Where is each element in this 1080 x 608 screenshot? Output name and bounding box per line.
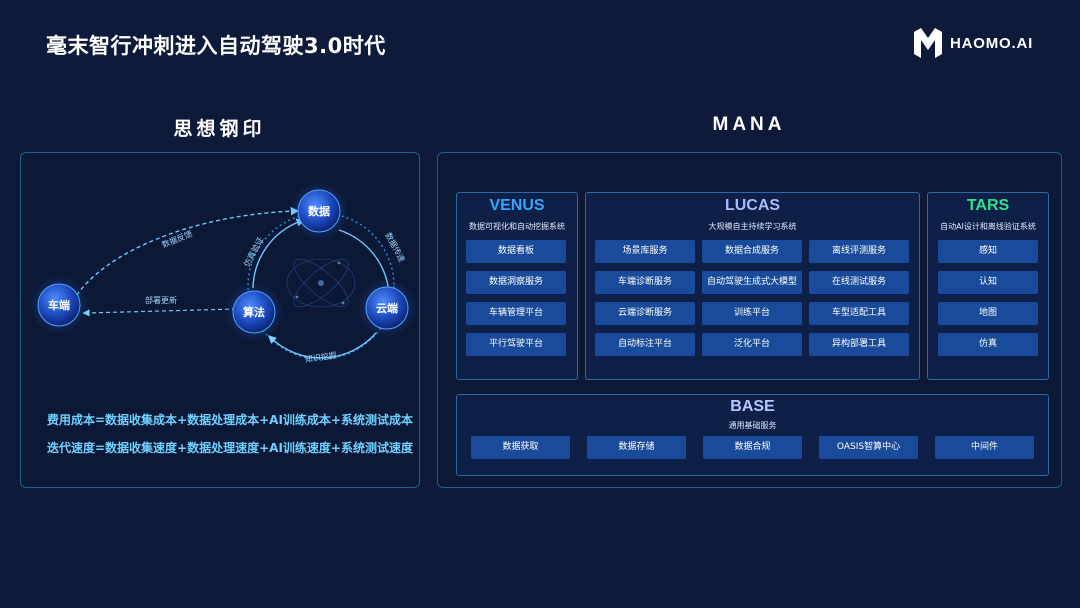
mana-panel: VENUS 数据可视化和自动挖掘系统 数据看板 数据洞察服务 车辆管理平台 平行…: [437, 152, 1062, 488]
tars-group: TARS 自动AI设计和离线验证系统 感知 认知 地图 仿真: [927, 192, 1049, 380]
tars-subtitle: 自动AI设计和离线验证系统: [940, 222, 1036, 231]
base-item[interactable]: 数据获取: [471, 436, 570, 459]
node-algo: 算法: [224, 282, 284, 342]
tars-title: TARS: [966, 197, 1010, 214]
lucas-item[interactable]: 离线评测服务: [809, 240, 909, 263]
cost-formula: 费用成本=数据收集成本+数据处理成本+AI训练成本+系统测试成本: [47, 413, 413, 427]
lucas-item[interactable]: 自动标注平台: [595, 333, 695, 356]
venus-title: VENUS: [489, 197, 545, 214]
label-data-transfer: 数据传递: [383, 231, 407, 264]
label-sim-verify: 仿真验证: [241, 235, 265, 268]
venus-item[interactable]: 数据洞察服务: [466, 271, 566, 294]
tars-item[interactable]: 认知: [938, 271, 1038, 294]
venus-item[interactable]: 平行驾驶平台: [466, 333, 566, 356]
base-title: BASE: [730, 398, 775, 415]
data-loop-diagram: 数据反馈 数据传递 仿真验证 部署更新 知识挖掘 数据 车端 算法 云端: [29, 181, 417, 364]
label-deploy-update: 部署更新: [145, 295, 177, 305]
venus-subtitle: 数据可视化和自动挖掘系统: [469, 222, 565, 231]
lucas-title: LUCAS: [724, 197, 781, 214]
lucas-item[interactable]: 自动驾驶生成式大模型: [702, 271, 802, 294]
left-section-title: 思想钢印: [173, 118, 266, 140]
tars-item[interactable]: 仿真: [938, 333, 1038, 356]
lucas-item[interactable]: 泛化平台: [702, 333, 802, 356]
edge-car-to-data: [72, 206, 300, 302]
tars-item[interactable]: 感知: [938, 240, 1038, 263]
edge-algo-to-car: [82, 308, 237, 317]
speed-formula: 迭代速度=数据收集速度+数据处理速度+AI训练速度+系统测试速度: [47, 441, 413, 455]
base-item[interactable]: 中间件: [935, 436, 1034, 459]
tars-item[interactable]: 地图: [938, 302, 1038, 325]
slide-title: 毫末智行冲刺进入自动驾驶3.0时代: [46, 34, 386, 58]
node-car: 车端: [29, 275, 89, 335]
lucas-item[interactable]: 车端诊断服务: [595, 271, 695, 294]
node-cloud: 云端: [357, 278, 417, 338]
edge-cloud-to-algo: [267, 332, 377, 359]
lucas-item[interactable]: 云端诊断服务: [595, 302, 695, 325]
lucas-item[interactable]: 车型适配工具: [809, 302, 909, 325]
lucas-group: LUCAS 大规模自主持续学习系统 场景库服务 数据合成服务 离线评测服务 车端…: [585, 192, 920, 380]
base-item[interactable]: 数据合规: [703, 436, 802, 459]
base-subtitle: 通用基础服务: [728, 421, 777, 430]
venus-item[interactable]: 数据看板: [466, 240, 566, 263]
lucas-item[interactable]: 在线测试服务: [809, 271, 909, 294]
lucas-item[interactable]: 训练平台: [702, 302, 802, 325]
center-globe: [286, 258, 356, 308]
base-item[interactable]: OASIS智算中心: [819, 436, 918, 459]
base-item[interactable]: 数据存储: [587, 436, 686, 459]
node-data: 数据: [289, 181, 349, 241]
lucas-item[interactable]: 异构部署工具: [809, 333, 909, 356]
mana-section-title: MANA: [712, 114, 786, 135]
venus-group: VENUS 数据可视化和自动挖掘系统 数据看板 数据洞察服务 车辆管理平台 平行…: [456, 192, 578, 380]
lucas-item[interactable]: 数据合成服务: [702, 240, 802, 263]
logo-text: HAOMO.AI: [950, 34, 1034, 52]
svg-text:车端: 车端: [48, 298, 70, 312]
haomo-logo: HAOMO.AI: [912, 28, 1033, 58]
svg-text:算法: 算法: [242, 305, 265, 319]
svg-text:数据: 数据: [308, 204, 330, 218]
haomo-logo-icon: [914, 28, 942, 58]
thought-stamp-panel: 数据反馈 数据传递 仿真验证 部署更新 知识挖掘 数据 车端 算法 云端 费用成…: [20, 152, 420, 488]
svg-text:云端: 云端: [376, 301, 398, 315]
label-knowledge-mining: 知识挖掘: [304, 350, 337, 364]
lucas-item[interactable]: 场景库服务: [595, 240, 695, 263]
base-group: BASE 通用基础服务 数据获取 数据存储 数据合规 OASIS智算中心 中间件: [456, 394, 1049, 476]
lucas-subtitle: 大规模自主持续学习系统: [708, 222, 797, 231]
edge-algo-to-data: [252, 218, 305, 289]
venus-item[interactable]: 车辆管理平台: [466, 302, 566, 325]
